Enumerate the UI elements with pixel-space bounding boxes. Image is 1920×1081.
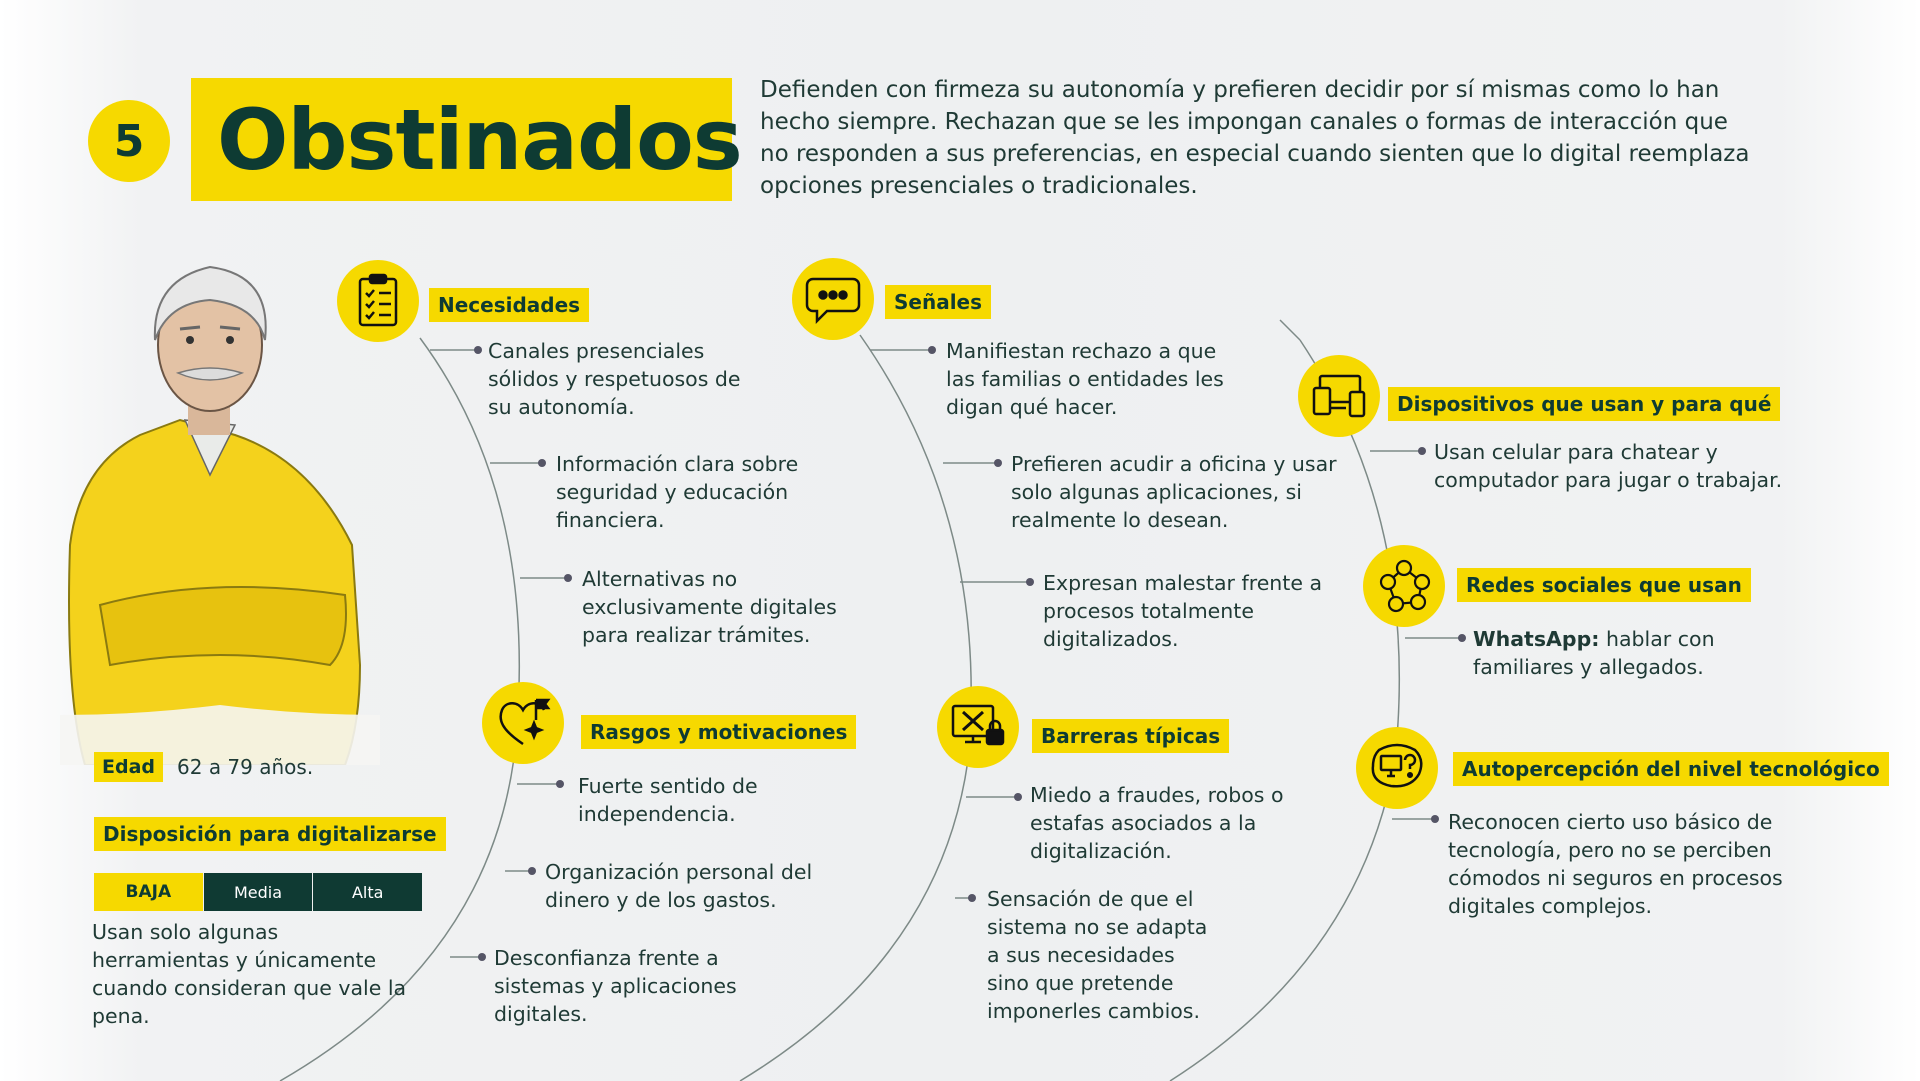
senales-label: Señales (885, 285, 992, 319)
rasgos-item-2: Organización personal del dinero y de lo… (545, 860, 813, 912)
arc-top-right (1279, 319, 1301, 341)
scale-medium: Media (202, 873, 313, 911)
redes-label: Redes sociales que usan (1457, 568, 1751, 602)
age-row: Edad 62 a 79 años. (94, 752, 313, 782)
senales-item-3: Expresan malestar frente a procesos tota… (1043, 571, 1323, 651)
scale-low: BAJA (94, 873, 203, 911)
devices-icon (1298, 355, 1380, 437)
necesidades-item-1: Canales presenciales sólidos y respetuos… (488, 339, 741, 419)
necesidades-label: Necesidades (429, 288, 590, 322)
rasgos-item-1: Fuerte sentido de independencia. (578, 774, 758, 826)
dispositivos-label: Dispositivos que usan y para qué (1388, 387, 1781, 421)
rasgos-label: Rasgos y motivaciones (581, 715, 857, 749)
checklist-icon (337, 260, 419, 342)
redes-item-1: WhatsApp: hablar con familiares y allega… (1473, 625, 1763, 681)
disposition-scale: BAJA Media Alta (94, 873, 423, 911)
redes-item-1-bold: WhatsApp: (1473, 627, 1600, 651)
autopercepcion-item-1: Reconocen cierto uso básico de tecnologí… (1448, 810, 1783, 918)
autopercepcion-label: Autopercepción del nivel tecnológico (1453, 752, 1889, 786)
redes-item-1-text: hablar con familiares y allegados. (1473, 627, 1715, 679)
persona-illustration (60, 265, 380, 765)
barreras-label: Barreras típicas (1032, 719, 1230, 753)
page-title-box: Obstinados (191, 78, 743, 201)
disposition-text: Usan solo algunas herramientas y únicame… (92, 920, 407, 1028)
speech-bubble-icon (792, 258, 874, 340)
necesidades-item-3: Alternativas no exclusivamente digitales… (582, 567, 837, 647)
screen-question-icon (1356, 727, 1438, 809)
heart-flag-icon (482, 682, 564, 764)
arc-senales (739, 334, 972, 1081)
network-people-icon (1363, 545, 1445, 627)
necesidades-item-2: Información clara sobre seguridad y educ… (556, 452, 799, 532)
senales-item-2: Prefieren acudir a oficina y usar solo a… (1011, 452, 1337, 532)
disposition-label: Disposición para digitalizarse (94, 817, 446, 851)
scale-high: Alta (312, 873, 423, 911)
persona-number: 5 (88, 100, 170, 182)
page-title: Obstinados (217, 90, 743, 189)
barreras-item-2: Sensación de que el sistema no se adapta… (987, 887, 1208, 1023)
senales-item-1: Manifiestan rechazo a que las familias o… (946, 339, 1224, 419)
intro-text: Defienden con firmeza su autonomía y pre… (760, 77, 1750, 199)
blocked-screen-lock-icon (937, 686, 1019, 768)
age-label: Edad (94, 752, 164, 782)
age-value: 62 a 79 años. (177, 755, 314, 779)
dispositivos-item-1: Usan celular para chatear y computador p… (1434, 440, 1783, 492)
rasgos-item-3: Desconfianza frente a sistemas y aplicac… (494, 946, 737, 1026)
barreras-item-1: Miedo a fraudes, robos o estafas asociad… (1030, 783, 1284, 863)
